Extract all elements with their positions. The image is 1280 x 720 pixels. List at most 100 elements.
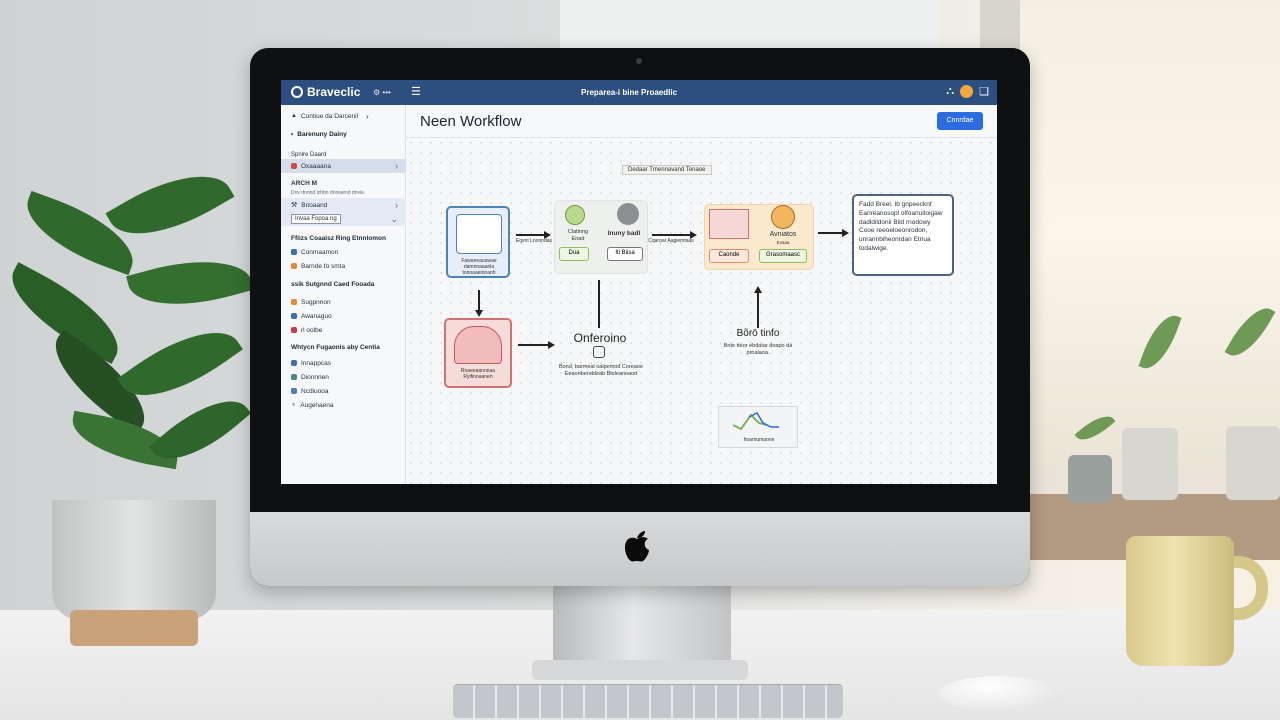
chart-label: hoarnumaone — [743, 437, 775, 443]
square-icon — [291, 263, 297, 269]
connector-label: Cqaroar Aagiemtaas — [648, 238, 694, 244]
sidebar-section-header: Ffiizs Coaaisz Ring Etnnlomon — [291, 234, 386, 242]
node-button[interactable]: Dua — [559, 247, 589, 261]
square-icon — [291, 388, 297, 394]
node-icon — [456, 214, 502, 254]
chevron-right-icon: › — [366, 111, 369, 121]
sidebar-item[interactable]: Sugpnnon — [281, 295, 406, 309]
background-window — [980, 0, 1280, 470]
top-icons: ⛬ ❑ — [946, 85, 989, 98]
sidebar: ▲ Contiue da Darcenil › •Barenuny Dainy … — [281, 105, 406, 484]
sidebar-item[interactable]: rl oolbe — [281, 323, 406, 337]
top-bar: Braveclic ⚙ ••• ☰ Preparea-i bine Proaed… — [281, 80, 997, 105]
node-label: Inuny badl — [607, 230, 641, 237]
workflow-canvas[interactable]: Dedaar Tmennavand Tenaoe Fawaneauawae da… — [406, 138, 997, 484]
sidebar-item[interactable]: Conmaamon — [281, 245, 406, 259]
apple-logo-icon — [624, 531, 649, 562]
chevron-right-icon: › — [395, 161, 398, 171]
sidebar-section-header: ssik Sutgnnd Caed Fooada — [291, 280, 375, 288]
arrow-head-icon — [690, 231, 697, 239]
red-dot-icon — [291, 163, 297, 169]
pin-icon: ▲ — [291, 113, 297, 119]
arrow-connector — [818, 232, 844, 234]
tool-icon: ⚒ — [291, 202, 298, 209]
coffee-mug — [1126, 536, 1234, 666]
hamburger-menu-icon[interactable]: ☰ — [411, 86, 421, 98]
chart-thumbnail[interactable]: hoarnumaone — [718, 406, 798, 448]
sidebar-item[interactable]: Awanaguo — [281, 309, 406, 323]
keyboard[interactable] — [453, 684, 843, 718]
workflow-node-group[interactable]: Clatinng Enad Inuny badl Dua Iti Biisa — [554, 200, 648, 274]
workflow-node-red[interactable]: Rnaeeaannnaa Ryifinoaanen — [444, 318, 512, 388]
square-icon — [291, 327, 297, 333]
gear-icon[interactable] — [593, 346, 605, 358]
sidebar-item-bnoaand[interactable]: ⚒ Bnoaand › — [281, 198, 406, 212]
arrow-head-icon — [548, 341, 555, 349]
arrow-connector — [478, 290, 480, 312]
arrow-connector — [518, 344, 550, 346]
chevron-right-icon: › — [395, 200, 398, 210]
sidebar-item-active[interactable]: Oxaaaana › — [281, 159, 406, 173]
sidebar-input-row[interactable]: Invaa Fopoa ng ⌄ — [281, 212, 406, 226]
node-button[interactable]: Grasomaasc — [759, 249, 807, 263]
building-icon — [709, 209, 749, 239]
right-title: Bõrō tinfo — [736, 328, 780, 339]
user-icon — [617, 203, 639, 225]
arrow-connector — [598, 280, 600, 328]
right-subtitle: Bnte tteor ebdatar doapo da prnalaoa. — [723, 343, 793, 356]
sidebar-item[interactable]: Barnde fo smta — [281, 259, 406, 273]
square-icon — [291, 360, 297, 366]
square-icon — [291, 249, 297, 255]
page-title: Neen Workflow — [420, 113, 522, 130]
note-card[interactable]: Fadd Breel. Ib gnpeecknf Eanreanosopl ol… — [852, 194, 954, 276]
node-label: Rnaeeaannnaa Ryifinoaanen — [460, 368, 496, 380]
sidebar-item[interactable]: Dionnnen — [281, 370, 406, 384]
brand-logo-icon — [291, 86, 303, 98]
create-button[interactable]: Cnnrdae — [937, 112, 983, 130]
top-settings[interactable]: ⚙ ••• — [373, 88, 391, 97]
connector-label: Eqvnt Lnonndas — [515, 238, 553, 244]
node-label: Fawaneauawae damnnaaanla tonnaaeinnanh — [461, 258, 497, 276]
arrow-connector — [516, 234, 546, 236]
node-label: Avniatos — [769, 231, 797, 238]
workflow-node-orange[interactable]: Avniatos Evaaa Caonde Grasomaasc — [704, 204, 814, 270]
sparkline-icon — [732, 412, 779, 431]
square-icon — [291, 374, 297, 380]
share-icon[interactable]: ⛬ — [946, 85, 955, 97]
window-title: Preparea-i bine Proaedlic — [581, 88, 678, 97]
brand-name: Braveclic — [307, 85, 361, 99]
sidebar-item[interactable]: Innappcas — [281, 356, 406, 370]
arrow-connector — [757, 292, 759, 328]
sidebar-select[interactable]: Invaa Fopoa ng — [291, 214, 341, 224]
arrow-head-icon — [475, 310, 483, 317]
sidebar-section-header: Whtycn Fugaonis aby Centia — [291, 343, 380, 351]
arrow-connector — [652, 234, 692, 236]
center-title: Onferoino — [573, 331, 627, 345]
sidebar-item[interactable]: ♆ Augenaena — [291, 401, 334, 409]
arrow-head-icon — [544, 231, 551, 239]
monitor-stand-foot — [532, 660, 748, 680]
sidebar-subhead: Spnlre Daard — [291, 152, 327, 158]
pin-icon: ♆ — [291, 401, 297, 409]
canvas-tag: Dedaar Tmennavand Tenaoe — [622, 165, 712, 175]
center-subtitle: Bond, barmeal oalpemod Coreaoe Eeaonbend… — [558, 364, 644, 377]
sidebar-item[interactable]: Ncdiuooa — [281, 384, 406, 398]
screen: Braveclic ⚙ ••• ☰ Preparea-i bine Proaed… — [281, 80, 997, 484]
sidebar-note: Dnv dnnnd lzhbn dnniaend dnvia — [291, 190, 364, 196]
node-button[interactable]: Caonde — [709, 249, 749, 263]
brand[interactable]: Braveclic — [291, 85, 360, 99]
node-sublabel: Evaaa — [776, 240, 790, 245]
chevron-down-icon[interactable]: ⌄ — [390, 213, 398, 224]
camera — [636, 58, 642, 64]
arrow-head-icon — [754, 286, 762, 293]
mouse[interactable] — [938, 676, 1062, 712]
check-icon — [565, 205, 585, 225]
notifications-icon[interactable]: ❑ — [979, 86, 989, 98]
sidebar-section-header: •Barenuny Dainy — [291, 130, 347, 138]
avatar[interactable] — [960, 85, 974, 98]
node-button[interactable]: Iti Biisa — [607, 247, 643, 261]
sidebar-item-arch[interactable]: ARCH M — [291, 179, 317, 187]
workflow-node-blue[interactable]: Fawaneauawae damnnaaanla tonnaaeinnanh — [446, 206, 510, 278]
sidebar-item-contiue[interactable]: ▲ Contiue da Darcenil › — [291, 111, 369, 121]
node-icon — [454, 326, 502, 364]
